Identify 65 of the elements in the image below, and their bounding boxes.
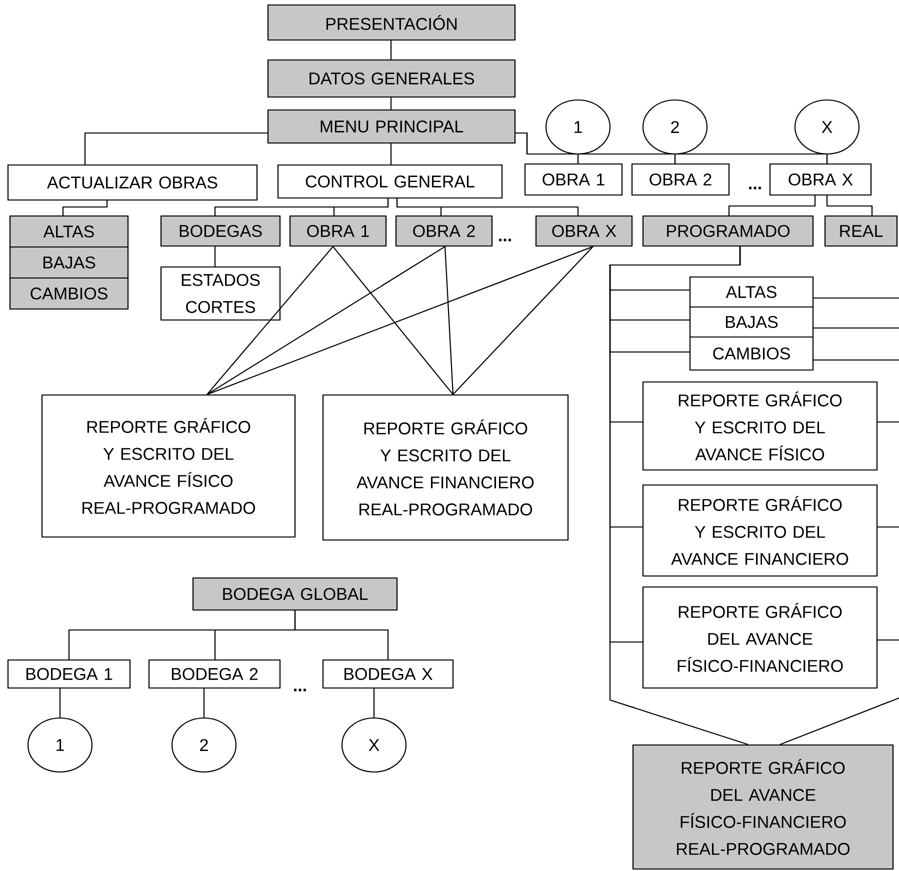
connector-line <box>59 688 61 718</box>
process-box: ESTADOS CORTES <box>160 266 281 321</box>
shaded-box: OBRA X <box>535 215 633 247</box>
process-box: BODEGA 1 <box>7 659 131 689</box>
connector-line <box>294 610 389 660</box>
connector-line <box>577 154 579 164</box>
connector-line <box>373 688 375 718</box>
connector-line <box>84 132 268 164</box>
connector-line <box>206 246 446 395</box>
shaded-box: REAL <box>824 215 898 247</box>
connector-line <box>206 246 594 395</box>
process-box: REPORTE GRÁFICO Y ESCRITO DEL AVANCE FINANCIERO <box>642 484 878 577</box>
ellipsis: ... <box>499 238 511 242</box>
connector-line <box>206 246 334 395</box>
connector-line <box>728 196 816 216</box>
shaded-box: CAMBIOS <box>9 277 129 310</box>
process-box: BODEGA X <box>322 659 454 689</box>
process-box: REPORTE GRÁFICO Y ESCRITO DEL AVANCE FINANCIERO REAL-PROGRAMADO <box>322 394 569 541</box>
shaded-box: BAJAS <box>9 246 129 279</box>
process-box: ACTUALIZAR OBRAS <box>7 164 258 201</box>
connector-line <box>390 144 392 164</box>
connector-line <box>203 688 205 718</box>
process-box: ALTAS <box>689 276 814 308</box>
shaded-box: BODEGAS <box>160 215 281 247</box>
connector-line <box>814 359 899 361</box>
connector-line <box>390 98 392 110</box>
shaded-box: REPORTE GRÁFICO DEL AVANCE FÍSICO-FINANCIERO REAL-PROGRAMADO <box>632 744 894 870</box>
shaded-box: BODEGA GLOBAL <box>192 577 398 611</box>
connector-line <box>396 198 579 216</box>
connector-line <box>609 246 748 745</box>
process-box: REPORTE GRÁFICO Y ESCRITO DEL AVANCE FÍSICO <box>642 381 878 471</box>
shaded-box: PRESENTACIÓN <box>267 4 516 41</box>
connector-line <box>390 40 392 60</box>
shaded-box: DATOS GENERALES <box>267 59 516 98</box>
shaded-box: MENU PRINCIPAL <box>267 109 516 144</box>
connector-line <box>814 327 899 329</box>
process-box: CONTROL GENERAL <box>277 164 503 199</box>
process-box: BAJAS <box>689 306 814 338</box>
shaded-box: OBRA 1 <box>289 215 387 247</box>
connector-line <box>62 200 108 216</box>
shaded-box: PROGRAMADO <box>642 215 814 247</box>
connector-line <box>452 246 594 395</box>
shaded-box: ALTAS <box>9 215 129 248</box>
process-box: OBRA 1 <box>524 163 623 196</box>
process-box: REPORTE GRÁFICO DEL AVANCE FÍSICO-FINANCIERO <box>642 586 878 689</box>
connector-line <box>826 196 873 216</box>
connector-line <box>826 154 828 164</box>
connector-line <box>878 639 899 641</box>
process-box: OBRA 2 <box>631 163 730 196</box>
connector-line <box>332 246 454 395</box>
process-box: CAMBIOS <box>689 336 814 371</box>
connector-line <box>333 198 389 216</box>
shaded-box: OBRA 2 <box>395 215 493 247</box>
connector-line <box>814 297 899 299</box>
process-box: OBRA X <box>769 163 872 196</box>
connector-line <box>878 421 899 423</box>
ellipsis: ... <box>749 186 761 190</box>
connector-line <box>674 154 676 164</box>
connector-line <box>878 526 899 528</box>
connector-line <box>214 246 216 266</box>
process-box: BODEGA 2 <box>148 659 281 689</box>
connector-line <box>444 246 454 394</box>
ellipsis: ... <box>294 688 306 692</box>
process-box: REPORTE GRÁFICO Y ESCRITO DEL AVANCE FÍSICO REAL-PROGRAMADO <box>41 394 296 538</box>
connector-line <box>780 698 899 745</box>
